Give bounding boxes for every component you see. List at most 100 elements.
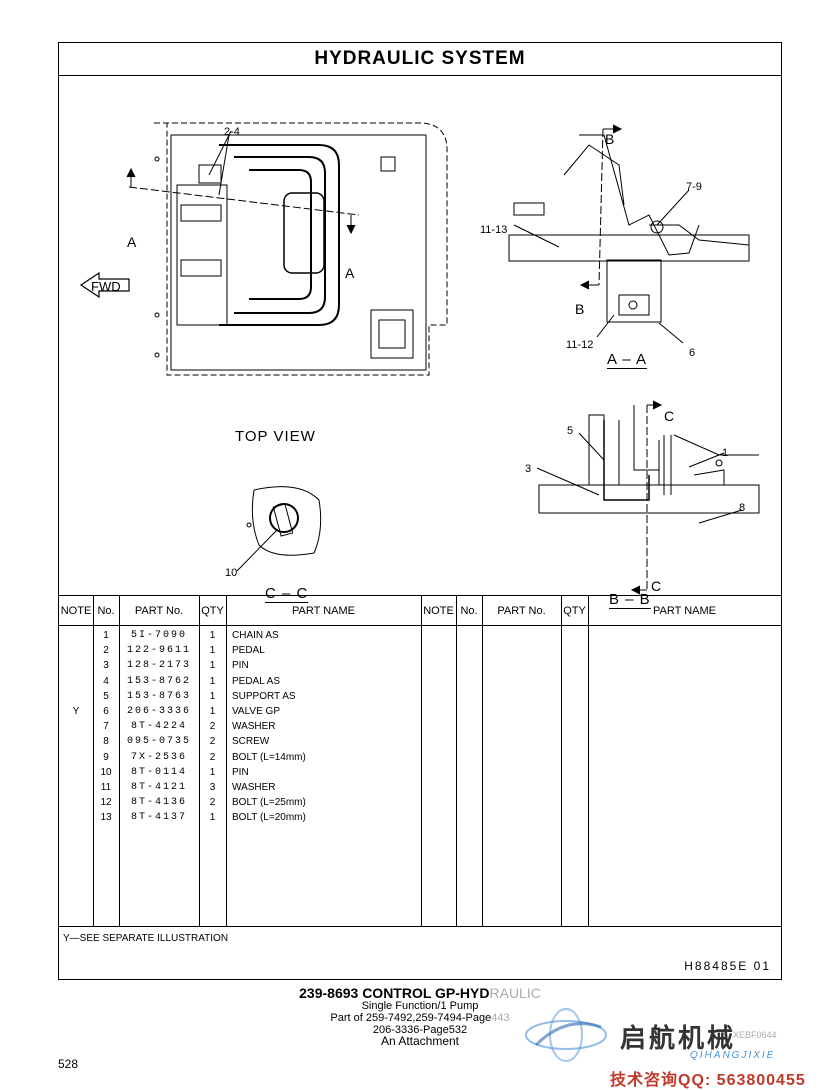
table-cell-name: PIN <box>232 660 249 672</box>
table-cell-qty: 2 <box>209 797 216 809</box>
table-cell-name: SCREW <box>232 736 270 748</box>
table-cell-no: 3 <box>103 660 109 672</box>
callout-a-left: A <box>127 234 137 250</box>
top-view-label: TOP VIEW <box>235 428 316 445</box>
header-no-left: No. <box>93 596 119 626</box>
footnote: Y—SEE SEPARATE ILLUSTRATION <box>63 933 229 944</box>
fwd-label: FWD <box>91 279 121 294</box>
header-qty-right: QTY <box>561 596 588 626</box>
table-cell-no: 2 <box>103 645 109 657</box>
section-aa-label: A – A <box>607 351 648 368</box>
watermark-logo <box>516 1005 796 1065</box>
table-cell-part-no: 095-0735 <box>126 736 191 748</box>
callout-10: 10 <box>225 567 238 579</box>
table-cell-qty: 2 <box>209 721 216 733</box>
header-part-no-left: PART No. <box>119 596 199 626</box>
table-cell-name: WASHER <box>232 721 276 733</box>
header-part-name-left: PART NAME <box>226 596 421 626</box>
table-cell-name: PEDAL AS <box>232 675 280 687</box>
document-id: H88485E 01 <box>684 959 771 973</box>
header-qty-left: QTY <box>199 596 226 626</box>
illustration-svg <box>79 122 760 595</box>
callout-7-9: 7-9 <box>686 181 702 193</box>
top-view-drawing <box>79 122 448 376</box>
illustration-area: 2-4 A A B B 7-9 11-13 11-12 6 C C 5 3 1 … <box>59 75 781 635</box>
header-note-left: NOTE <box>59 596 93 626</box>
table-cell-name: BOLT (L=14mm) <box>232 751 306 763</box>
table-cell-qty: 3 <box>209 782 216 793</box>
caption-title: 239-8693 CONTROL GP-HYDRAULIC <box>0 985 840 1001</box>
table-cell-no: 13 <box>100 812 112 824</box>
table-cell-qty: 1 <box>209 812 216 824</box>
callout-c-top: C <box>664 408 675 424</box>
table-cell-part-no: 206-3336 <box>126 706 191 717</box>
caption-line-3-main: Part of 259-7492,259-7494-Page <box>330 1012 492 1024</box>
section-cc-label: C – C <box>265 585 309 602</box>
callout-5: 5 <box>567 425 574 437</box>
header-no-right: No. <box>456 596 482 626</box>
table-cell-name: BOLT (L=25mm) <box>232 797 306 809</box>
table-cell-part-no: 8T-4121 <box>130 782 187 793</box>
callout-2-4: 2-4 <box>224 126 240 138</box>
table-cell-name: WASHER <box>232 782 276 793</box>
table-cell-qty: 1 <box>209 630 216 641</box>
caption-title-faded: RAULIC <box>489 985 541 1001</box>
callout-c-bottom: C <box>651 578 662 594</box>
callout-6: 6 <box>689 347 696 359</box>
table-cell-name: VALVE GP <box>232 706 280 717</box>
table-cell-part-no: 153-8763 <box>126 690 191 702</box>
table-cell-no: 10 <box>100 766 112 778</box>
caption-line-3: Part of 259-7492,259-7494-Page443 <box>0 1012 840 1024</box>
section-bb-drawing <box>538 400 760 595</box>
table-cell-name: SUPPORT AS <box>232 690 296 702</box>
table-cell-qty: 2 <box>209 751 216 763</box>
table-cell-no: 11 <box>100 782 112 793</box>
callout-b-top: B <box>605 131 615 147</box>
callout-1: 1 <box>722 447 729 459</box>
table-cell-qty: 1 <box>209 690 216 702</box>
table-cell-name: PIN <box>232 766 249 778</box>
header-part-no-right: PART No. <box>482 596 561 626</box>
table-cell-qty: 1 <box>209 675 216 687</box>
table-cell-qty: 2 <box>209 736 216 748</box>
caption-line-2: Single Function/1 Pump <box>361 1000 479 1012</box>
caption-line-3-faded: 443 <box>491 1012 510 1024</box>
table-cell-part-no: 8T-0114 <box>130 766 187 778</box>
table-cell-part-no: 8T-4136 <box>130 797 187 809</box>
leader-lines <box>208 130 743 572</box>
section-aa-drawing <box>508 124 750 323</box>
table-cell-qty: 1 <box>209 766 216 778</box>
table-cell-part-no: 122-9611 <box>126 645 191 657</box>
page-title: HYDRAULIC SYSTEM <box>59 43 781 76</box>
table-cell-no: 1 <box>103 630 109 641</box>
table-cell-qty: 1 <box>209 645 216 657</box>
table-cell-no: 5 <box>103 690 109 702</box>
table-cell-qty: 1 <box>209 706 216 717</box>
table-cell-name: PEDAL <box>232 645 265 657</box>
table-cell-part-no: 153-8762 <box>126 675 191 687</box>
table-cell-part-no: 8T-4137 <box>130 812 187 824</box>
table-cell-qty: 1 <box>209 660 216 672</box>
callout-b-bottom: B <box>575 301 585 317</box>
table-cell-no: 6 <box>103 706 109 717</box>
watermark-brand-cn: 启航机械 <box>620 1023 737 1053</box>
watermark-code: XEBF0644 <box>733 1030 777 1040</box>
table-cell-part-no: 128-2173 <box>126 660 191 672</box>
callout-8: 8 <box>739 502 746 514</box>
table-cell-part-no: 8T-4224 <box>130 721 187 733</box>
page-number: 528 <box>58 1057 79 1071</box>
table-cell-no: 4 <box>103 675 109 687</box>
watermark-contact: 技术咨询QQ: 563800455 <box>610 1072 806 1089</box>
parts-table: NOTE No. PART No. QTY PART NAME NOTE No.… <box>59 595 781 927</box>
table-cell-no: 12 <box>100 797 112 809</box>
callout-a-right: A <box>345 265 355 281</box>
callout-3: 3 <box>525 463 532 475</box>
watermark-globe-icon <box>525 1008 607 1062</box>
caption-line-4: 206-3336-Page532 <box>372 1024 468 1036</box>
section-cc-drawing <box>246 486 322 556</box>
table-cell-no: 7 <box>103 721 109 733</box>
table-cell-note: Y <box>72 706 80 717</box>
table-cell-no: 8 <box>103 736 109 748</box>
callout-11-12: 11-12 <box>566 339 594 351</box>
page-frame: HYDRAULIC SYSTEM <box>58 42 782 980</box>
